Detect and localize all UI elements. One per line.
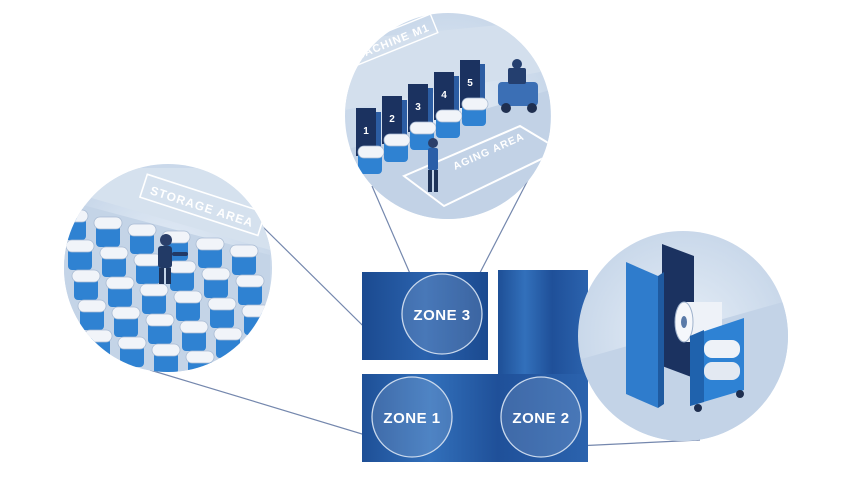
roll-equipment-callout <box>578 231 788 441</box>
storage-roll <box>207 297 237 328</box>
storage-roll <box>241 304 271 335</box>
storage-roll <box>185 350 215 372</box>
storage-roll <box>167 260 197 291</box>
machine-floor <box>345 90 550 219</box>
zone-1-label: ZONE 1 <box>383 410 440 427</box>
bay-number: 4 <box>441 90 447 101</box>
forklift <box>498 59 538 113</box>
storage-roll <box>219 357 249 372</box>
storage-roll <box>77 299 107 330</box>
storage-roll <box>213 327 243 358</box>
storage-wall <box>64 168 270 250</box>
frame-front-side <box>658 272 664 408</box>
storage-roll <box>71 269 101 300</box>
storage-roll <box>127 223 157 254</box>
zone-3-bottom-gap <box>362 360 498 374</box>
storage-roll <box>111 306 141 337</box>
machine-worker <box>428 138 438 192</box>
machine-bay: 2 <box>382 96 411 162</box>
storage-roll <box>151 343 181 372</box>
bay-number: 5 <box>467 78 473 89</box>
machine-bay: 1 <box>356 108 385 174</box>
zone-3-label: ZONE 3 <box>413 307 470 324</box>
storage-roll <box>247 334 272 365</box>
machine-bay: 5 <box>460 60 489 126</box>
machine-wall <box>345 20 550 110</box>
storage-roll <box>229 244 259 275</box>
storage-roll <box>117 336 147 367</box>
storage-roll <box>201 267 231 298</box>
zone-map: ZONE 3 ZONE 1 ZONE 2 <box>362 270 588 462</box>
storage-roll <box>133 253 163 284</box>
storage-roll <box>195 237 225 268</box>
zone-2-label: ZONE 2 <box>512 410 569 427</box>
machine-bay: 3 <box>408 84 437 150</box>
storage-roll <box>83 329 113 360</box>
roll-cart <box>690 318 744 412</box>
storage-roll <box>173 290 203 321</box>
storage-roll <box>93 216 123 247</box>
storage-roll <box>235 274 265 305</box>
storage-roll <box>145 313 175 344</box>
storage-roll <box>64 209 89 240</box>
storage-worker <box>158 234 188 284</box>
frame-front-panel <box>626 262 658 408</box>
machine-bays: 1 2 3 4 5 <box>356 60 489 174</box>
storage-area-callout: STORAGE AREA <box>64 164 272 372</box>
storage-roll <box>139 283 169 314</box>
connector-roll-bottom <box>575 439 701 447</box>
storage-roll <box>179 320 209 351</box>
zone-3-right-gap <box>488 272 498 364</box>
zone-block-bottom[interactable] <box>362 374 588 462</box>
zone-2-marker[interactable] <box>500 376 582 458</box>
bay-number: 2 <box>389 114 395 125</box>
machine-bay: 4 <box>434 72 463 138</box>
zone-3-marker[interactable] <box>401 273 483 355</box>
zone-1-marker[interactable] <box>371 376 453 458</box>
bay-number: 3 <box>415 102 421 113</box>
connector-storage-bottom <box>149 369 383 441</box>
storage-roll <box>105 276 135 307</box>
storage-roll <box>65 239 95 270</box>
storage-roll <box>253 364 272 372</box>
staging-area-outline <box>402 124 551 208</box>
storage-roll <box>99 246 129 277</box>
bay-number: 1 <box>363 126 369 137</box>
